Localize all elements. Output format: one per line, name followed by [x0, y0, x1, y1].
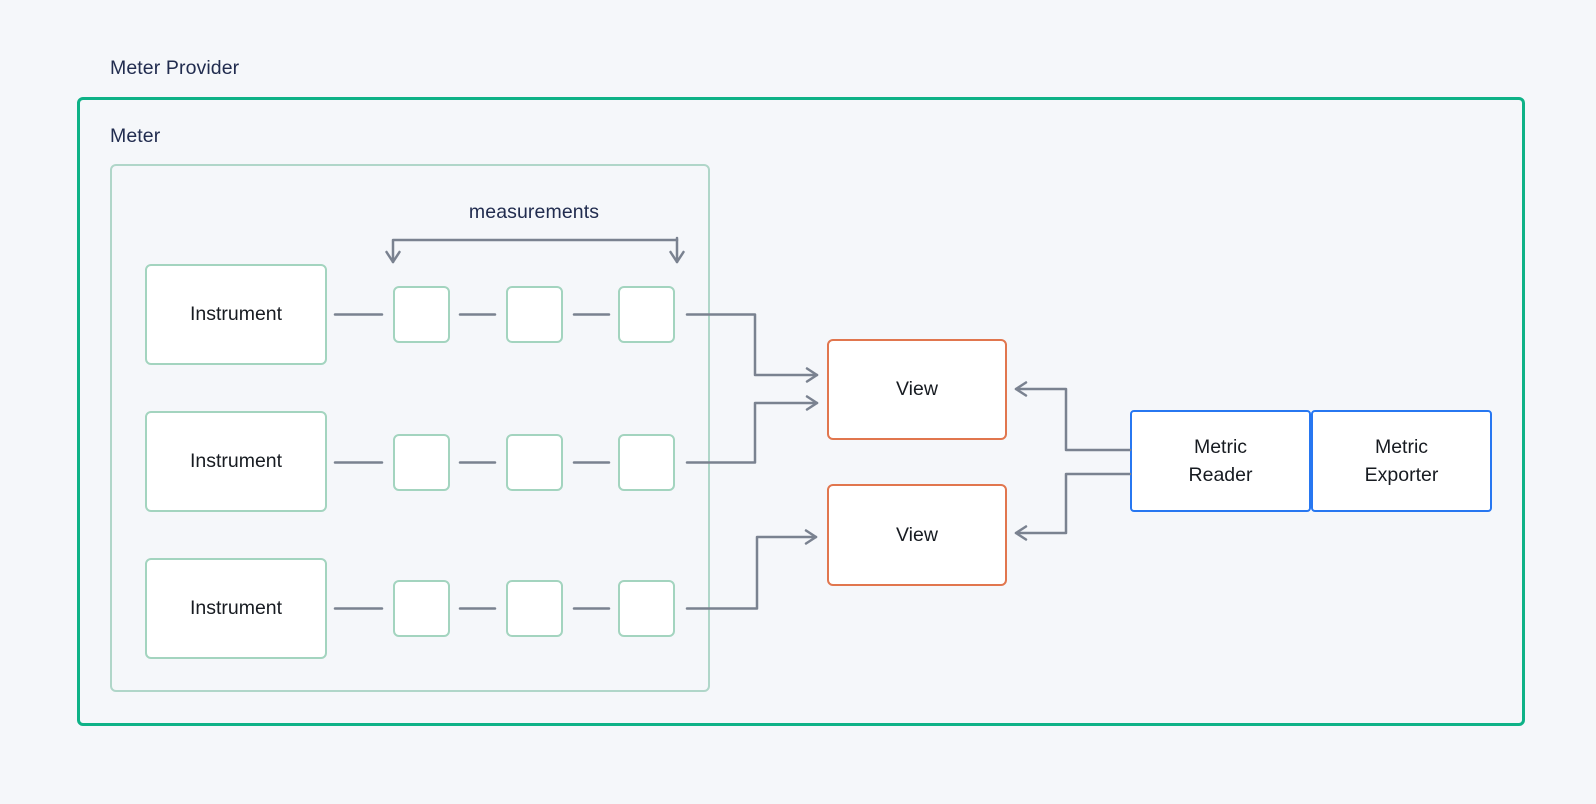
- view-box-2: View: [827, 484, 1007, 586]
- measurements-label: measurements: [468, 201, 600, 223]
- instrument-label: Instrument: [189, 450, 283, 473]
- metric-exporter-box: Metric Exporter: [1311, 410, 1492, 512]
- instrument-box-3: Instrument: [145, 558, 327, 659]
- measurement-cell: [506, 580, 563, 637]
- meter-label: Meter: [110, 125, 161, 147]
- view-box-1: View: [827, 339, 1007, 440]
- measurement-cell: [393, 434, 450, 491]
- metric-reader-label: Metric Reader: [1188, 435, 1253, 486]
- view-label: View: [896, 378, 938, 401]
- measurement-cell: [618, 434, 675, 491]
- measurement-cell: [393, 580, 450, 637]
- measurement-cell: [618, 580, 675, 637]
- instrument-label: Instrument: [189, 597, 283, 620]
- measurement-cell: [506, 286, 563, 343]
- metric-exporter-label: Metric Exporter: [1364, 435, 1439, 486]
- instrument-label: Instrument: [189, 303, 283, 326]
- instrument-box-1: Instrument: [145, 264, 327, 365]
- meter-provider-box: [77, 97, 1525, 726]
- instrument-box-2: Instrument: [145, 411, 327, 512]
- view-label: View: [896, 523, 938, 546]
- meter-provider-label: Meter Provider: [110, 57, 240, 79]
- measurement-cell: [618, 286, 675, 343]
- measurement-cell: [393, 286, 450, 343]
- metric-reader-box: Metric Reader: [1130, 410, 1311, 512]
- measurement-cell: [506, 434, 563, 491]
